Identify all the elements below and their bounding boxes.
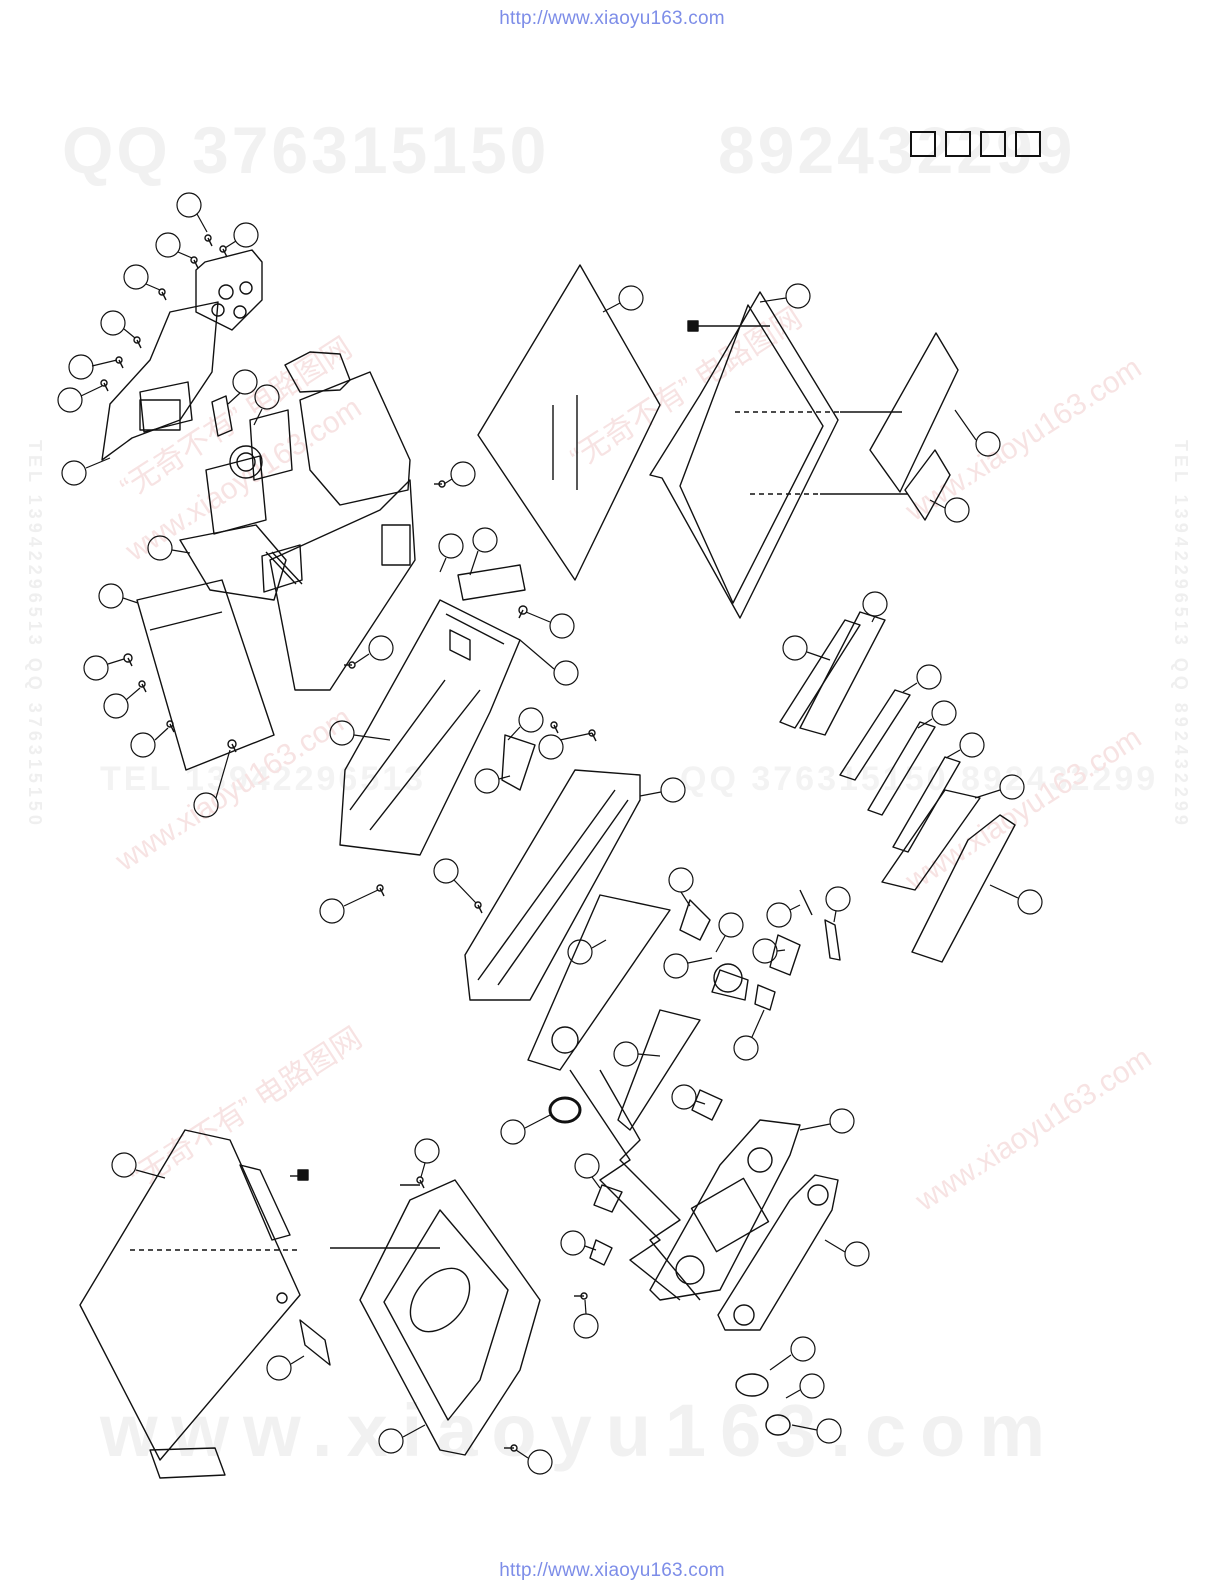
callout-circles xyxy=(57,192,1043,1475)
empty-box-icon xyxy=(945,131,971,157)
source-url-header[interactable]: http://www.xiaoyu163.com xyxy=(499,8,725,29)
watermark-side-left: TEL 13942296513 QQ 376315150 xyxy=(25,440,45,829)
source-url-footer[interactable]: http://www.xiaoyu163.com xyxy=(499,1560,725,1581)
bottom-main-chassis xyxy=(79,1129,331,1479)
front-panel-assembly xyxy=(569,889,841,1436)
watermark-website: www.xiaoyu163.com xyxy=(100,1389,1060,1472)
header-box-row xyxy=(910,131,1041,157)
empty-box-icon xyxy=(1015,131,1041,157)
watermark-qq-right: 892432299 xyxy=(718,113,1076,187)
empty-box-icon xyxy=(910,131,936,157)
right-button-stack xyxy=(779,611,1016,963)
watermark-mid-left: TEL 13942296513 xyxy=(100,760,427,798)
top-center-panels xyxy=(477,264,959,619)
watermark-side-right: TEL 13942296513 QQ 892432299 xyxy=(1171,440,1191,829)
bottom-mechanism xyxy=(330,1176,588,1456)
empty-box-icon xyxy=(980,131,1006,157)
upper-left-bracket-assembly xyxy=(101,249,416,771)
watermark-qq-left: QQ 376315150 xyxy=(62,113,550,187)
watermark-mid-right: QQ 376315150 892432299 xyxy=(680,760,1159,798)
middle-chassis-rails xyxy=(339,564,671,1124)
